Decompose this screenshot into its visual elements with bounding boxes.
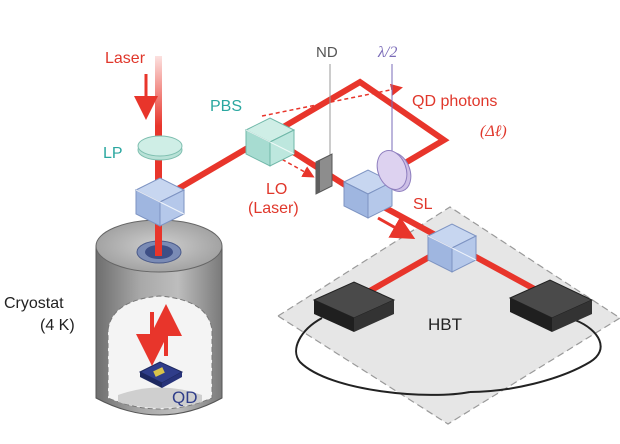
lp-label: LP [103,145,123,162]
qd-photons-label: QD photons [412,93,497,110]
beamsplitter-cube-lower [134,177,186,227]
nd-label: ND [316,44,338,61]
sl-label: SL [413,196,433,213]
right-detector [508,279,594,332]
nd-filter [315,153,333,195]
lo-laser-label: (Laser) [248,200,299,217]
lo-label: LO [266,181,287,198]
half-wave-label: λ/2 [377,44,397,61]
half-wave-plate [376,150,412,192]
hbt-beamsplitter-cube [426,223,478,273]
delta-l-label: (Δℓ) [480,123,507,140]
hbt-label: HBT [428,315,462,334]
left-detector [312,281,396,332]
laser-label: Laser [105,50,146,67]
cryostat-temp-label: (4 K) [40,317,75,334]
sl-arrow [377,216,416,239]
lp-lens [137,135,183,161]
qd-photons-dashed-arrow [261,83,403,117]
pbs-cube [244,117,296,167]
cryostat-label: Cryostat [4,295,64,312]
pbs-label: PBS [210,98,242,115]
right-detector-cable [469,319,602,393]
left-detector-cable [295,317,471,396]
qd-label: QD [172,388,198,407]
quantum-dot-chip [138,361,184,388]
hbt-table [276,206,620,425]
